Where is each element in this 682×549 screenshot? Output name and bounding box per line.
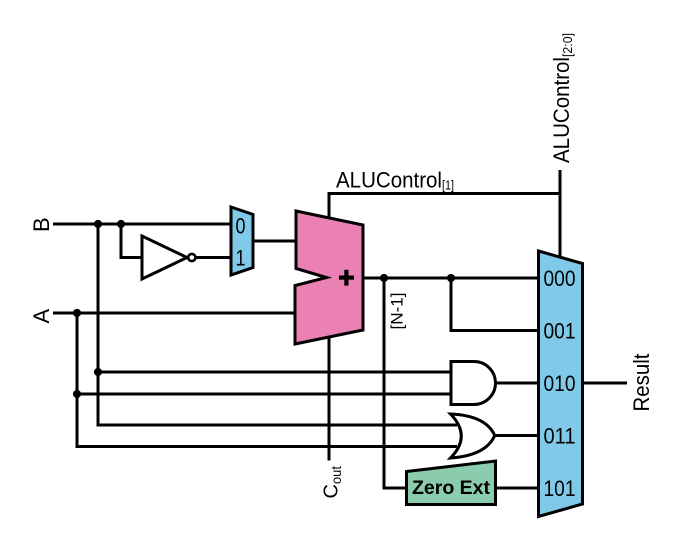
svg-text:ALUControl[1]: ALUControl[1] xyxy=(336,168,454,193)
svg-text:A: A xyxy=(29,309,54,324)
svg-text:101: 101 xyxy=(544,476,576,501)
svg-text:1: 1 xyxy=(236,245,246,270)
svg-text:001: 001 xyxy=(544,318,576,343)
svg-text:ALUControl[2:0]: ALUControl[2:0] xyxy=(549,33,575,163)
svg-text:011: 011 xyxy=(544,423,576,448)
svg-text:[N-1]: [N-1] xyxy=(388,293,407,330)
svg-text:0: 0 xyxy=(236,213,246,238)
svg-text:Result: Result xyxy=(629,353,654,412)
svg-text:000: 000 xyxy=(544,266,576,291)
svg-text:010: 010 xyxy=(544,371,576,396)
svg-text:Cout: Cout xyxy=(321,466,345,499)
svg-text:B: B xyxy=(29,217,54,232)
svg-text:Zero Ext: Zero Ext xyxy=(412,478,491,499)
